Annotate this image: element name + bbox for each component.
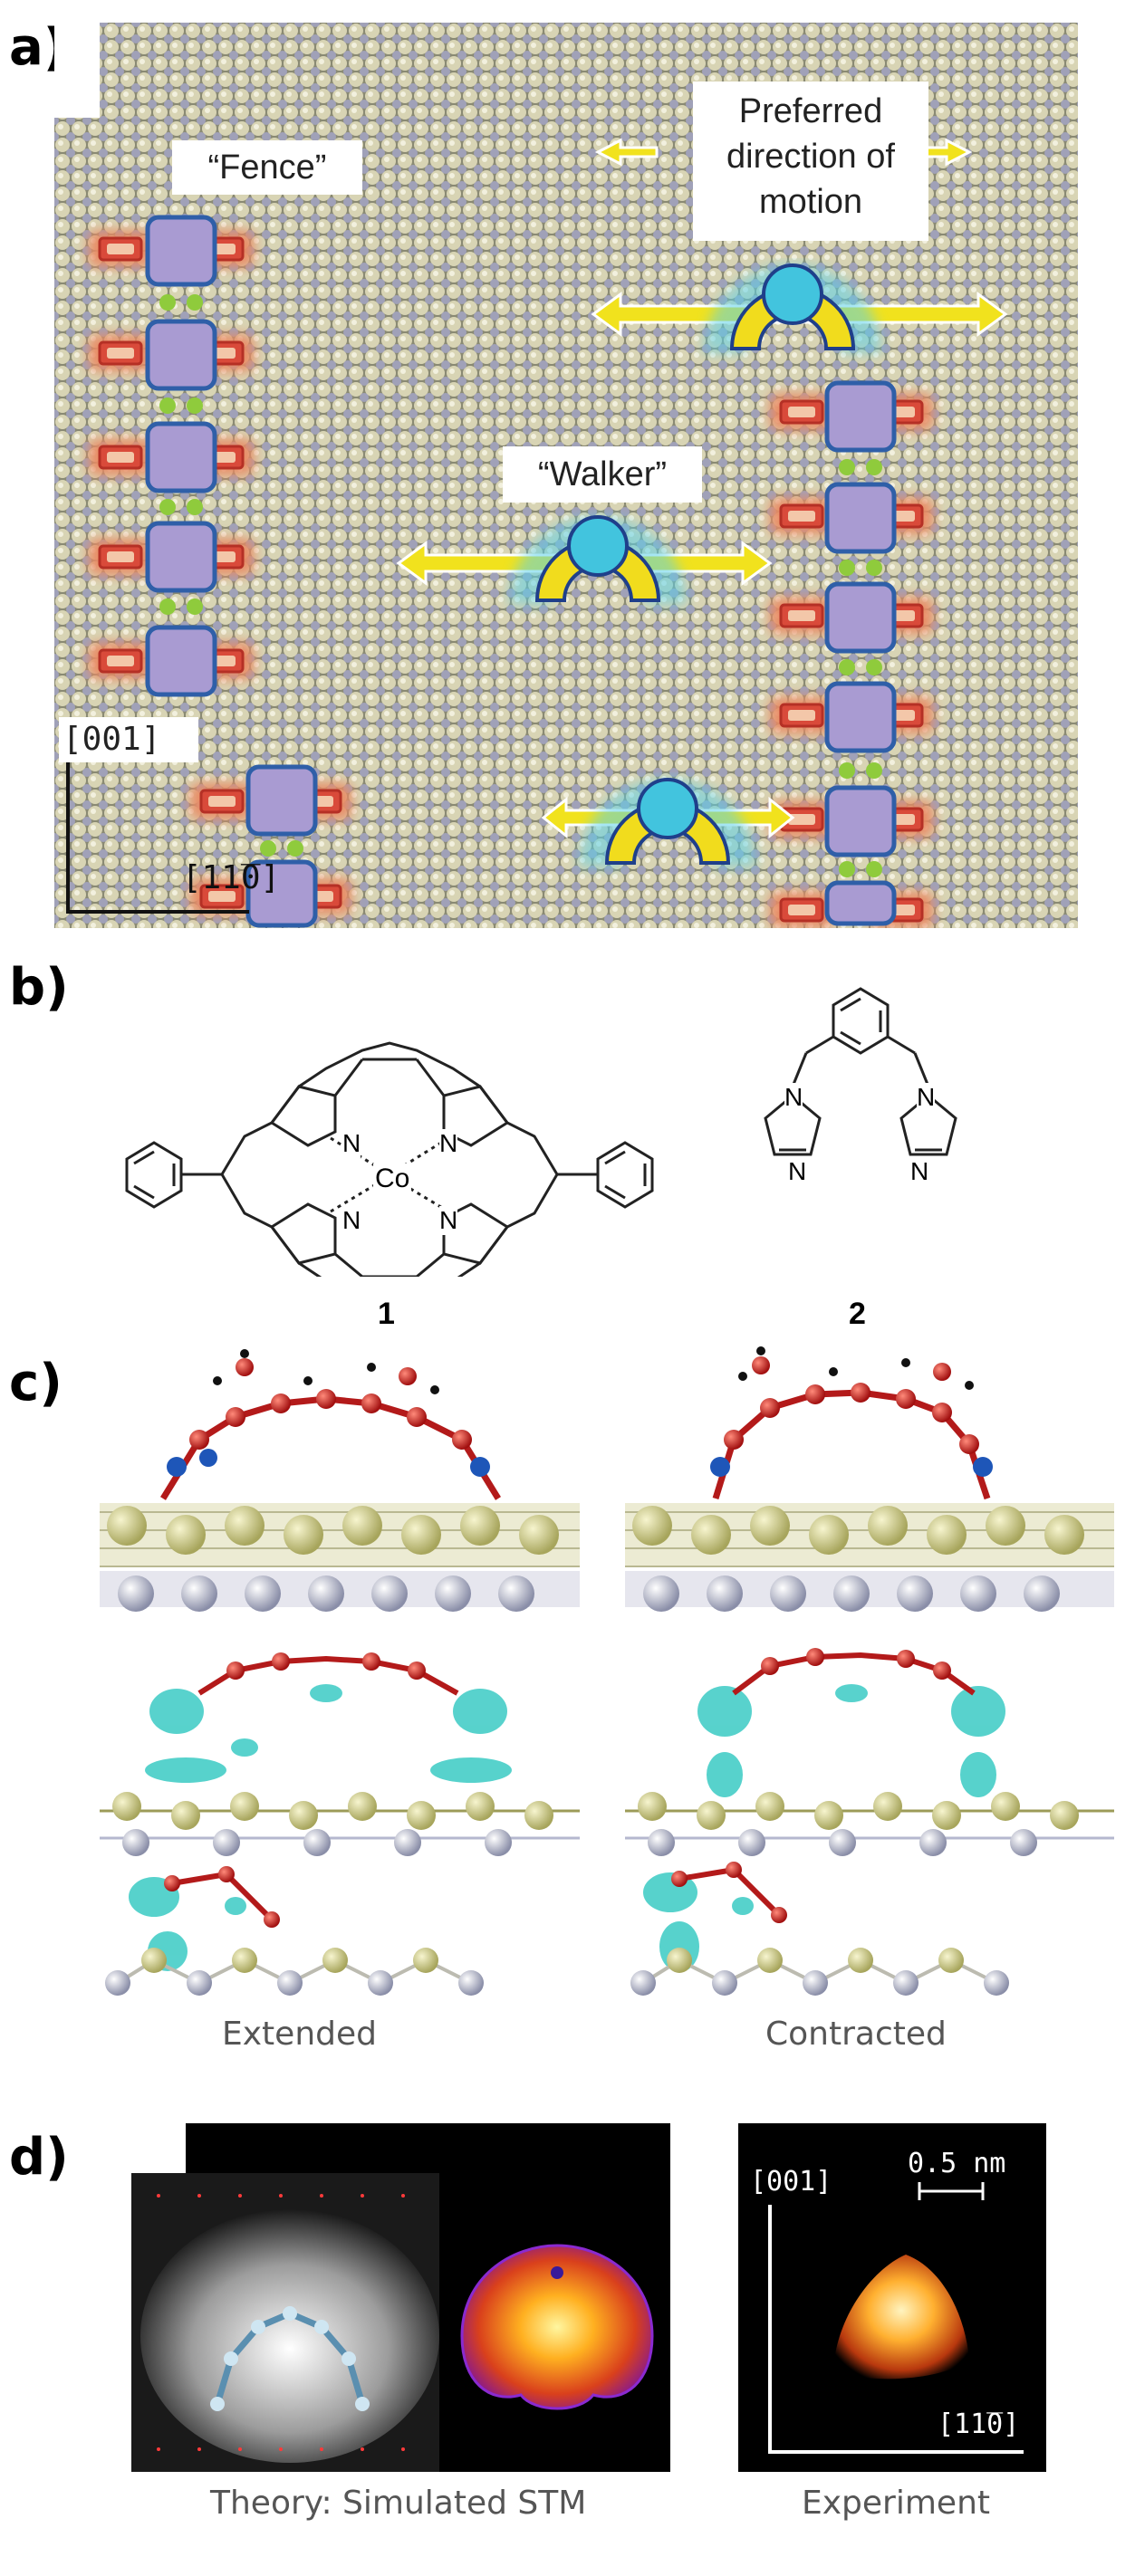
density-extended bbox=[100, 1652, 580, 1856]
direction-line-1: Preferred bbox=[738, 92, 883, 130]
compound-2-label: 2 bbox=[849, 1297, 866, 1331]
left-fence bbox=[89, 215, 254, 697]
n-label-2: N bbox=[439, 1129, 458, 1158]
walker-label: “Walker” bbox=[503, 446, 702, 503]
panel-a-axes bbox=[66, 747, 249, 914]
n-label-6: N bbox=[917, 1083, 936, 1112]
n-label-7: N bbox=[788, 1157, 807, 1186]
molecule-contracted bbox=[710, 1346, 993, 1500]
simulated-stm-image bbox=[131, 2123, 670, 2472]
panel-b-letter: b) bbox=[9, 958, 69, 1017]
n-label-8: N bbox=[910, 1157, 929, 1186]
fence-label: “Fence” bbox=[172, 140, 362, 195]
axis-001-label: [001] bbox=[59, 717, 198, 762]
n-label-4: N bbox=[439, 1206, 458, 1235]
panel-c-figure bbox=[100, 1346, 1114, 1996]
slab-extended bbox=[100, 1503, 580, 1612]
direction-line-3: motion bbox=[758, 183, 863, 221]
bis-imidazole-structure bbox=[764, 987, 957, 1156]
side-contracted bbox=[630, 1862, 1009, 1996]
direction-line-2: direction of bbox=[726, 138, 895, 176]
panel-b-structures bbox=[125, 987, 957, 1277]
experiment-caption: Experiment bbox=[802, 2485, 991, 2522]
experiment-stm-image bbox=[738, 2123, 1046, 2472]
compound-1-label: 1 bbox=[378, 1297, 395, 1331]
contracted-caption: Contracted bbox=[765, 2016, 947, 2053]
exp-axis-110-label: [11̅0] bbox=[938, 2408, 1020, 2440]
axis-110-label: [11̅0] bbox=[181, 859, 281, 896]
molecule-extended bbox=[160, 1349, 501, 1500]
slab-contracted bbox=[625, 1503, 1114, 1612]
density-contracted bbox=[625, 1648, 1114, 1856]
walkers bbox=[509, 263, 881, 868]
porphyrin-structure bbox=[125, 1041, 654, 1277]
n-label-5: N bbox=[784, 1083, 803, 1112]
co-label: Co bbox=[373, 1164, 412, 1194]
exp-axis-001-label: [001] bbox=[750, 2166, 832, 2198]
n-label-1: N bbox=[342, 1129, 361, 1158]
scale-bar-label: 0.5 nm bbox=[908, 2148, 1006, 2179]
panel-d-letter: d) bbox=[9, 2128, 69, 2187]
simulated-stm-caption: Theory: Simulated STM bbox=[210, 2485, 587, 2522]
bottom-fence bbox=[190, 764, 351, 928]
n-label-3: N bbox=[342, 1206, 361, 1235]
direction-label: Preferred direction of motion bbox=[693, 81, 928, 241]
panel-c-letter: c) bbox=[9, 1354, 63, 1412]
extended-caption: Extended bbox=[222, 2016, 377, 2053]
right-fence bbox=[770, 380, 933, 928]
side-extended bbox=[105, 1866, 484, 1996]
